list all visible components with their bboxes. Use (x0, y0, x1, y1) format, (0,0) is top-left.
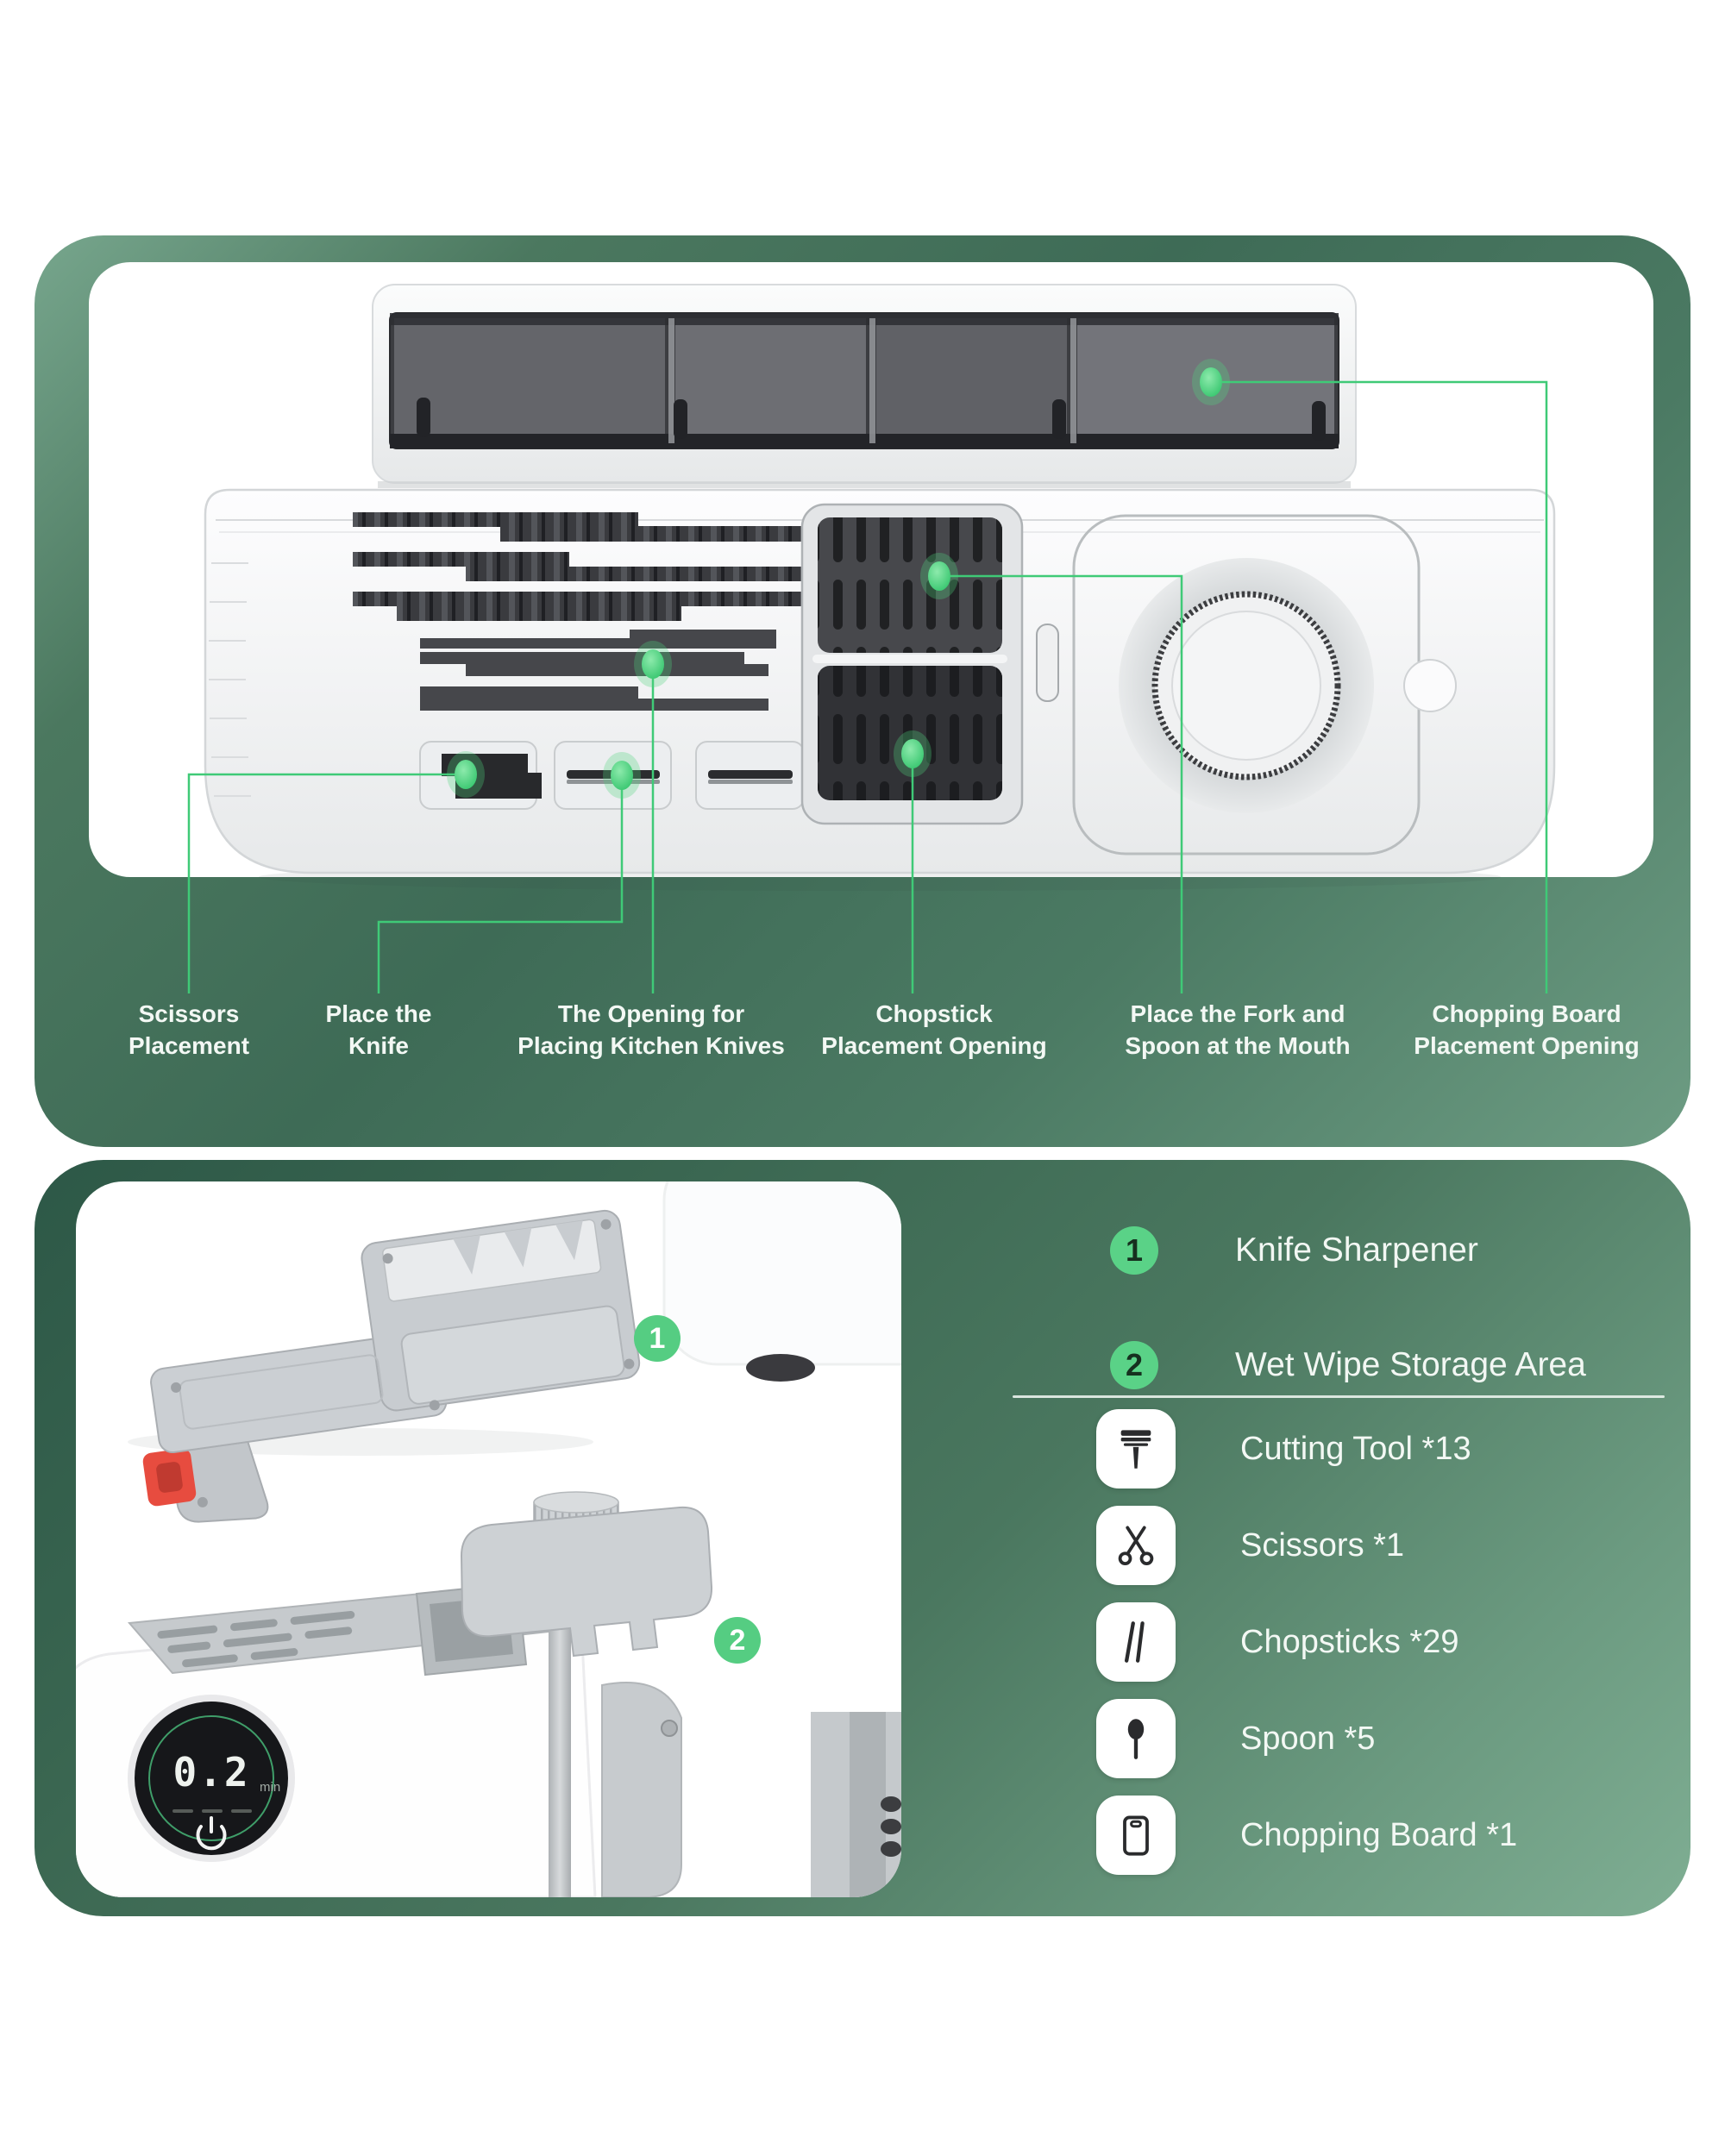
device-wheel (746, 1354, 815, 1382)
content-label-chopping-board: Chopping Board *1 (1240, 1816, 1518, 1853)
content-label-spoon: Spoon *5 (1240, 1720, 1376, 1757)
legend-divider (1013, 1395, 1665, 1398)
content-item-chopping-board: Chopping Board *1 (1096, 1796, 1517, 1875)
callout-label-chopstick: Chopstick Placement Opening (821, 1000, 1047, 1059)
display-minutes-value: 0.2 (172, 1749, 250, 1796)
knife-sharpener (142, 1209, 641, 1523)
content-item-scissors: Scissors *1 (1096, 1506, 1404, 1585)
device-corner (662, 1181, 901, 1366)
top-annotated-panel: Scissors Placement Place the Knife The O… (34, 235, 1690, 1147)
callout-label-opening: The Opening for Placing Kitchen Knives (518, 1000, 785, 1059)
callout-label-knife: Place the Knife (325, 1000, 432, 1059)
legend-item-wet-wipe: 2 Wet Wipe Storage Area (1110, 1341, 1586, 1389)
spoon-icon (1096, 1699, 1176, 1778)
callout-label-fork-spoon: Place the Fork and Spoon at the Mouth (1125, 1000, 1351, 1059)
display-minutes-unit: min (260, 1780, 281, 1795)
badge-knife-sharpener: 1 (634, 1315, 681, 1362)
callout-label-scissors: Scissors Placement (128, 1000, 250, 1059)
legend-label-1: Knife Sharpener (1235, 1232, 1478, 1269)
content-item-spoon: Spoon *5 (1096, 1699, 1375, 1778)
chopsticks-icon (1096, 1602, 1176, 1682)
bottom-detail-panel: 0.2 min 1 2 1 Knife Sharpener 2 Wet Wipe… (34, 1160, 1690, 1916)
callout-label-chopping-board: Chopping Board Placement Opening (1414, 1000, 1640, 1059)
accessory-photos-illustration (76, 1181, 901, 1897)
side-grille (881, 1796, 901, 1857)
hinge-corner (601, 1682, 682, 1897)
accessory-photo-panel: 0.2 min 1 2 (76, 1181, 901, 1897)
wet-wipe-storage-photo (76, 1491, 901, 1897)
content-item-cutting-tool: Cutting Tool *13 (1096, 1409, 1471, 1489)
chopping-board-icon (1096, 1796, 1176, 1875)
legend-number-1: 1 (1110, 1226, 1158, 1275)
top-photo-stage (89, 262, 1653, 877)
legend-number-2: 2 (1110, 1341, 1158, 1389)
razor-icon (1096, 1409, 1176, 1489)
legend-item-knife-sharpener: 1 Knife Sharpener (1110, 1226, 1478, 1275)
power-icon (196, 1816, 227, 1851)
content-label-scissors: Scissors *1 (1240, 1526, 1405, 1564)
knife-sharpener-photo (128, 1181, 901, 1523)
content-label-chopsticks: Chopsticks *29 (1240, 1623, 1459, 1660)
content-label-cutting-tool: Cutting Tool *13 (1240, 1430, 1471, 1467)
control-display (128, 1695, 295, 1862)
clamp-pole (549, 1580, 571, 1897)
badge-wet-wipe-storage: 2 (714, 1617, 761, 1664)
scissors-icon (1096, 1506, 1176, 1585)
legend-label-2: Wet Wipe Storage Area (1235, 1346, 1586, 1383)
content-item-chopsticks: Chopsticks *29 (1096, 1602, 1458, 1682)
clamp (460, 1491, 713, 1658)
